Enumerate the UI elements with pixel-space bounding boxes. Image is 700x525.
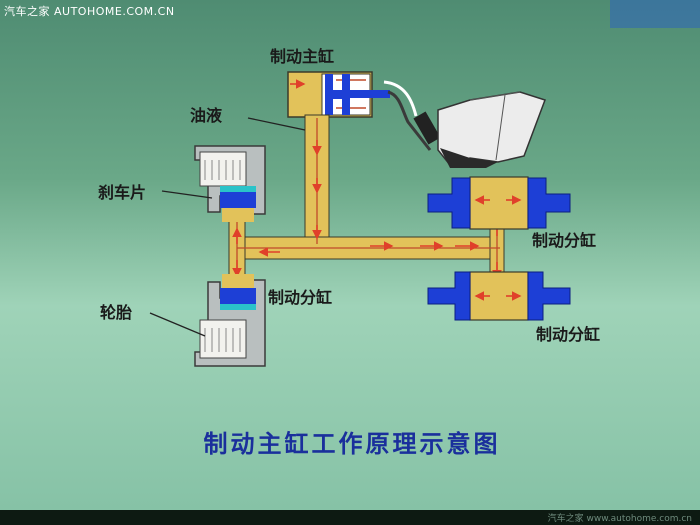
label-master-cylinder: 制动主缸 (270, 47, 334, 66)
leader-lines (149, 117, 306, 337)
watermark-bottom: 汽车之家 www.autohome.com.cn (547, 514, 692, 524)
left-caliper (194, 145, 266, 367)
corner-glare (610, 0, 700, 28)
watermark-top: 汽车之家 AUTOHOME.COM.CN (4, 5, 175, 18)
tire-upper (199, 151, 247, 187)
master-piston-icon (325, 74, 333, 115)
foot-pedal-icon (383, 80, 546, 168)
diagram-title: 制动主缸工作原理示意图 (204, 430, 501, 458)
label-tire: 轮胎 (100, 303, 132, 322)
right-wheel-cylinder-top (427, 176, 571, 230)
master-cylinder (287, 71, 390, 118)
label-wheel-cylinder-right-top: 制动分缸 (532, 231, 596, 250)
label-brake-pad: 刹车片 (98, 183, 146, 202)
label-wheel-cylinder-left: 制动分缸 (268, 288, 332, 307)
label-wheel-cylinder-right-bottom: 制动分缸 (536, 325, 600, 344)
brake-pad-icon (220, 192, 256, 208)
push-rod (350, 90, 390, 98)
tire-lower (199, 319, 247, 359)
right-wheel-cylinder-bottom (427, 271, 571, 321)
label-brake-fluid: 油液 (190, 106, 223, 125)
monitor-bezel (0, 510, 700, 525)
